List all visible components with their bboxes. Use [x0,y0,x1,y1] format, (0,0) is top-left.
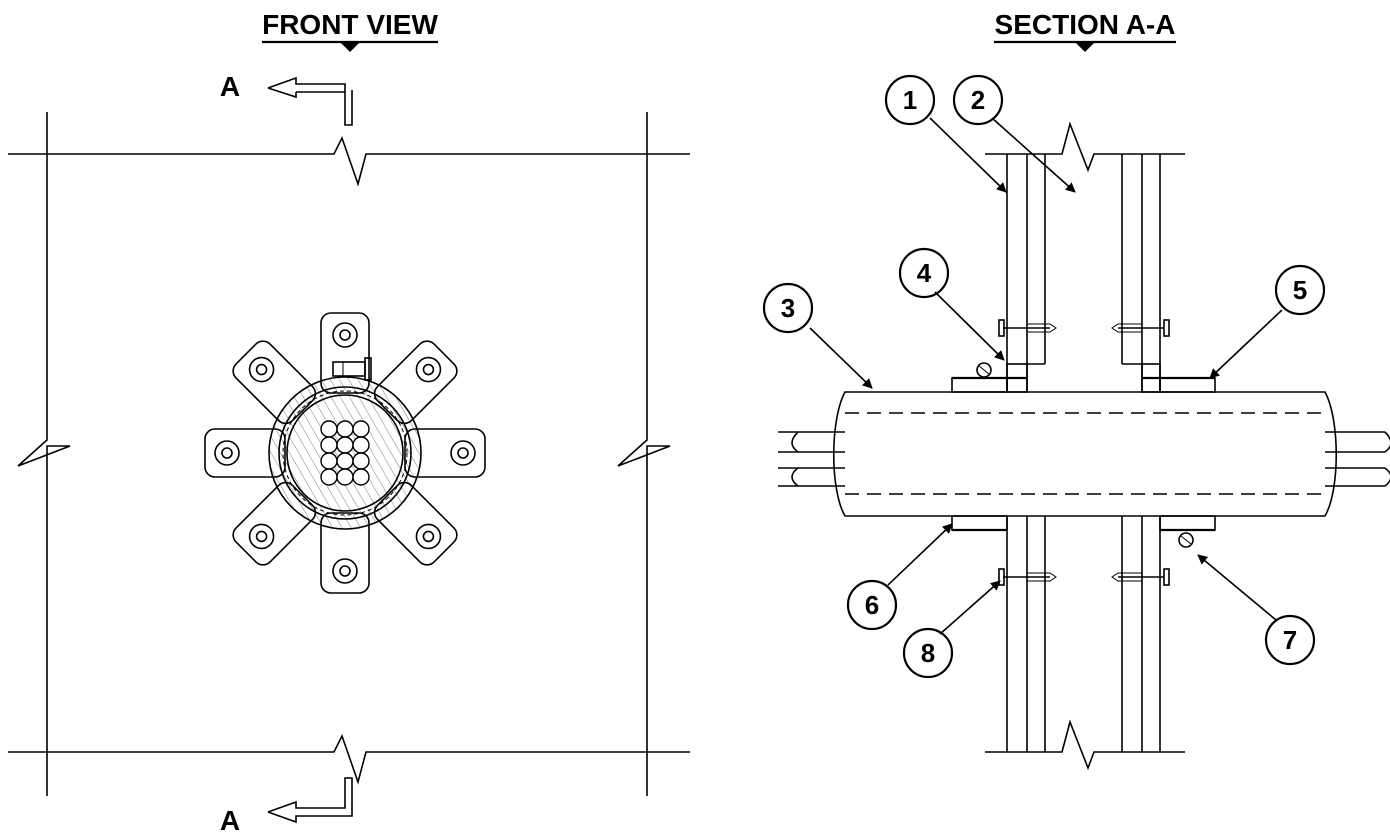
cable-circle [336,420,354,438]
sleeve-body [832,391,1338,517]
front-view: FRONT VIEW A A [8,9,690,834]
cable-circle [336,436,354,454]
front-view-title: FRONT VIEW [262,9,438,40]
collar-inner-ring [278,386,412,520]
balloon-8-label: 8 [921,638,935,668]
sleeve-foam-ring [282,390,408,516]
front-wall-outline [8,112,690,796]
section-cables [778,431,1390,487]
balloon-1: 1 [884,74,936,126]
balloon-1-label: 1 [903,85,917,115]
section-view: SECTION A-A [762,9,1390,771]
cable-circle [336,452,354,470]
balloon-5: 5 [1274,264,1326,316]
section-cut-arrow-top [267,76,353,126]
left-wall-panel [1006,154,1046,752]
balloon-4-label: 4 [917,258,932,288]
cable-bundle [320,420,370,486]
balloon-6-label: 6 [865,590,879,620]
section-marker-top-label: A [220,71,240,102]
cable-circle [352,452,370,470]
balloon-8: 8 [902,627,954,679]
cable-circle [320,452,338,470]
section-wall-bottom-line [985,719,1185,771]
cable-circle [320,436,338,454]
collar-flanges [951,363,1216,532]
clamp-screw [332,357,372,381]
right-wall-panel [1121,154,1161,752]
section-fasteners [998,319,1170,586]
section-view-title: SECTION A-A [995,9,1176,40]
section-marker-bottom-label: A [220,805,240,834]
section-cut-arrow-bottom [267,777,353,824]
section-wall-top-line [985,121,1185,173]
cable-circle [352,436,370,454]
balloon-2-label: 2 [971,85,985,115]
cable-circle [320,420,338,438]
cable-circle [352,468,370,486]
balloon-3-label: 3 [781,293,795,323]
cable-circle [352,420,370,438]
balloon-7-label: 7 [1283,625,1297,655]
leader-lines [809,117,1283,635]
sleeve-face [286,394,404,512]
balloon-5-label: 5 [1293,275,1307,305]
section-view-title-marker [1075,42,1095,52]
balloon-3: 3 [762,282,814,334]
balloon-7: 7 [1264,614,1316,666]
section-clamp-screws [976,362,1194,548]
cable-circle [320,468,338,486]
balloon-4: 4 [898,247,950,299]
balloon-2: 2 [952,74,1004,126]
balloon-6: 6 [846,579,898,631]
front-view-title-marker [340,42,360,52]
cable-circle [336,468,354,486]
